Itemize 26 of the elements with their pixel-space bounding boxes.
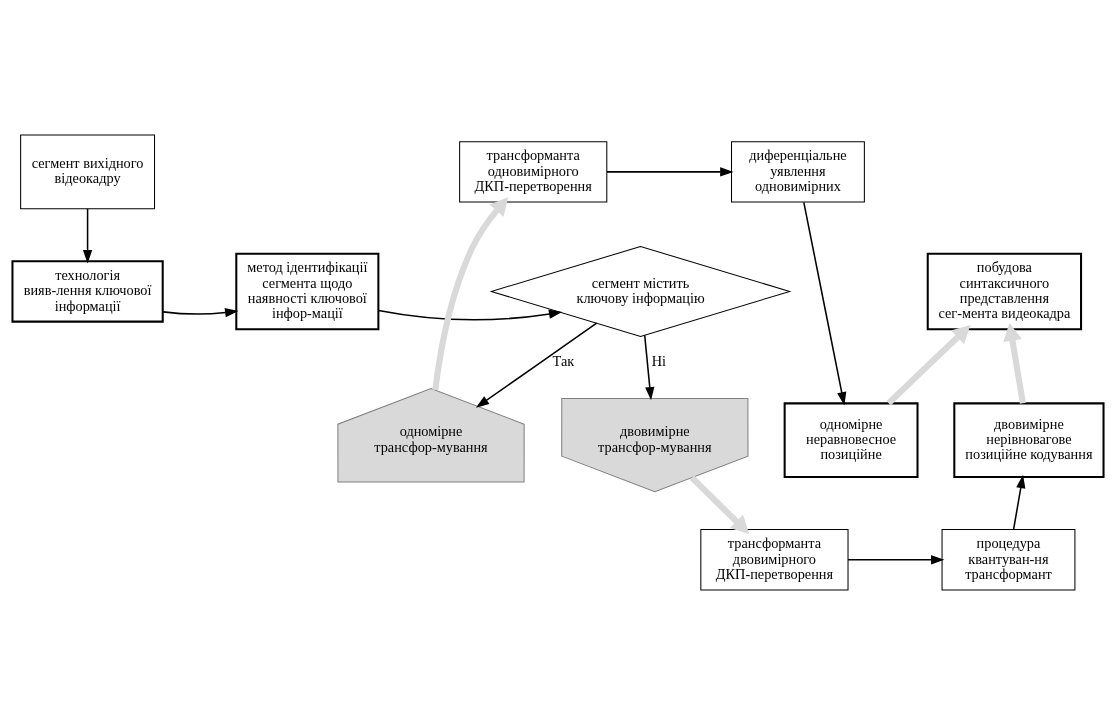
node-box: метод ідентифікації сегмента щодо наявності ключової інфор-мації bbox=[235, 252, 380, 330]
arrow bbox=[847, 554, 945, 564]
node-diamond: сегмент містить ключову інформацію bbox=[489, 245, 792, 337]
node-box: диференціальне уявлення одновимірних bbox=[731, 140, 865, 203]
arrow bbox=[475, 321, 598, 408]
node-box: трансформанта двовимірного ДКП-перетворення bbox=[700, 528, 849, 590]
edge-label: Так bbox=[552, 352, 575, 369]
arrow bbox=[377, 308, 563, 321]
node-box: трансформанта одновимірного ДКП-перетворення bbox=[459, 140, 608, 203]
arrow bbox=[643, 334, 655, 400]
node-box: сегмент вихідного відеокадру bbox=[20, 134, 156, 209]
arrow bbox=[1012, 474, 1026, 530]
node-box: технологія вияв-лення ключової інформації bbox=[11, 259, 164, 323]
arrow bbox=[162, 307, 239, 317]
arrow bbox=[432, 196, 509, 390]
arrow bbox=[886, 324, 971, 405]
node-box: процедура квантуван-ня трансформант bbox=[941, 528, 1076, 590]
arrow bbox=[606, 166, 734, 177]
arrow bbox=[689, 475, 750, 534]
edge-label: Ні bbox=[651, 352, 667, 369]
arrow bbox=[82, 207, 93, 263]
arrow bbox=[1003, 322, 1026, 404]
node-box: двовимірне нерівновагове позиційне кодування bbox=[953, 401, 1105, 478]
node-box: побудова синтаксичного представлення сег-мента видеокадра bbox=[926, 252, 1083, 330]
node-box: одномірне неравновесное позиційне bbox=[783, 401, 919, 478]
arrow bbox=[803, 201, 847, 405]
